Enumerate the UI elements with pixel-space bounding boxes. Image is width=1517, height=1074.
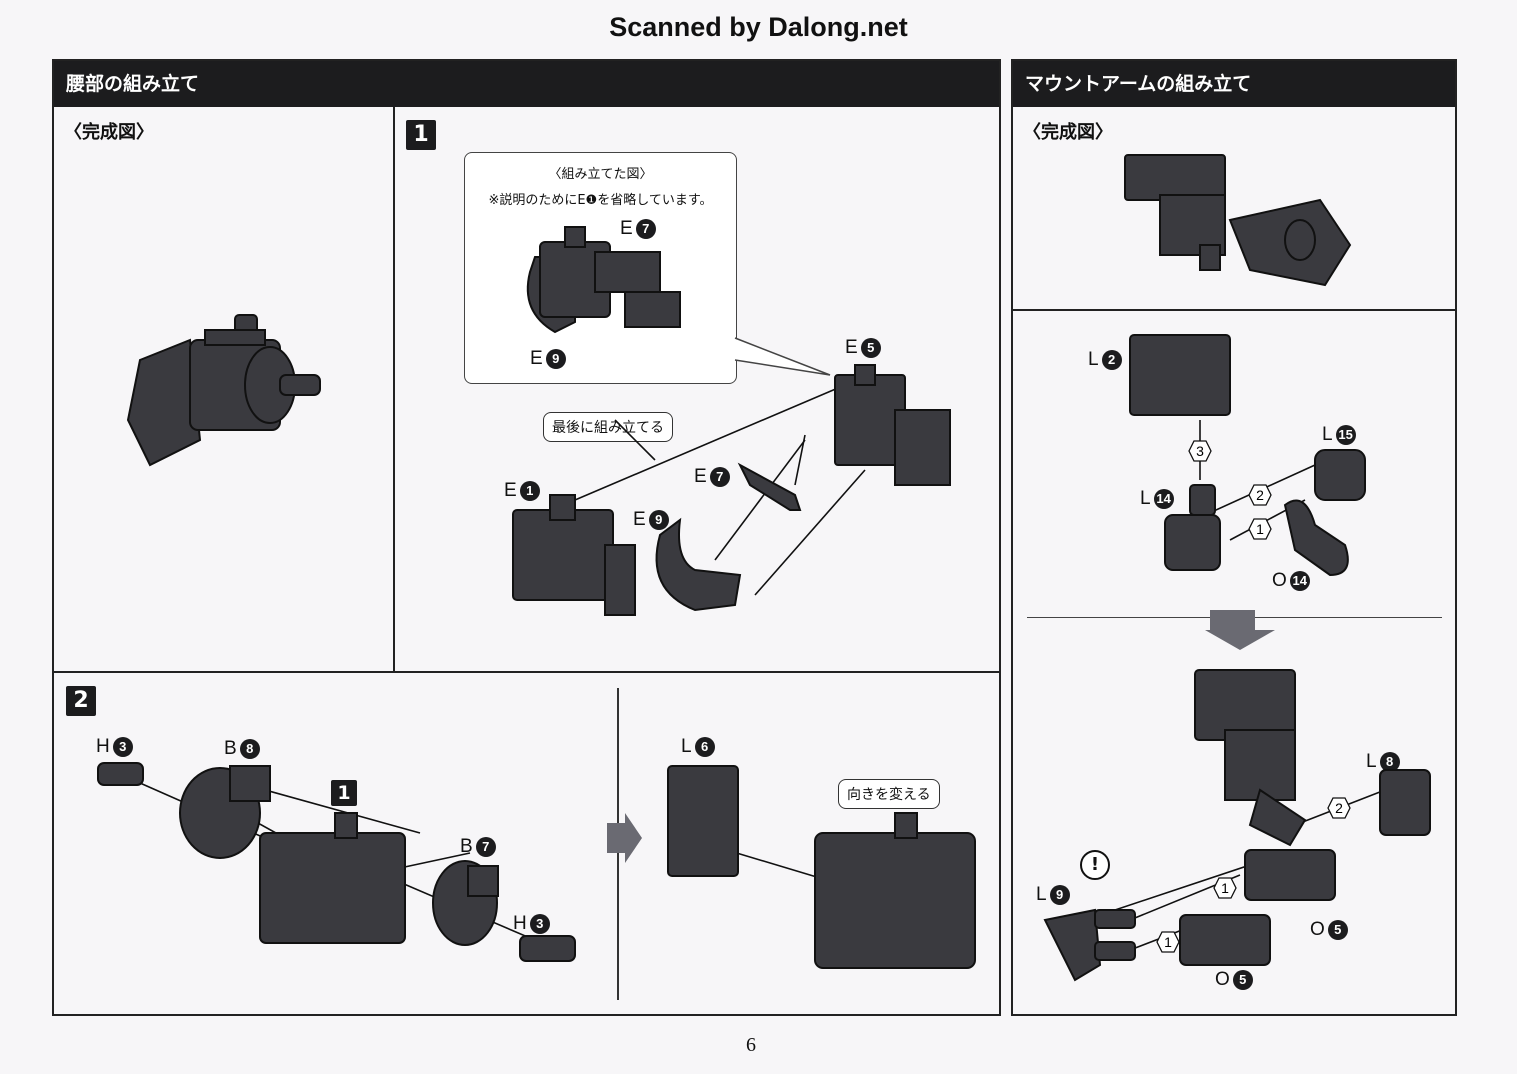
order-number: 1 xyxy=(1221,880,1229,896)
step2-parts-illustration xyxy=(97,762,976,969)
waist-completed-illustration xyxy=(126,314,321,467)
order-number: 2 xyxy=(1256,487,1264,503)
mount-arm-parts-illustration xyxy=(1043,334,1431,982)
inset-note: ※説明のためにE❶を省略しています。 xyxy=(488,193,713,208)
warning-icon: ! xyxy=(1080,850,1110,880)
inset-title: 〈組み立てた図〉 xyxy=(548,167,653,182)
order-mark: 1 xyxy=(1156,931,1180,953)
order-mark: 1 xyxy=(1248,518,1272,540)
divider xyxy=(1013,309,1455,311)
order-number: 1 xyxy=(1256,521,1264,537)
mount-arm-title: マウントアームの組み立て xyxy=(1013,61,1455,107)
order-number: 2 xyxy=(1335,800,1343,816)
step1-parts-illustration xyxy=(512,364,951,616)
order-mark: 3 xyxy=(1188,440,1212,462)
step-2-number: 2 xyxy=(66,686,96,716)
callout-assemble-last: 最後に組み立てる xyxy=(543,412,673,442)
inset-pointer xyxy=(734,337,831,376)
mount-arm-completed-illustration xyxy=(1124,154,1352,287)
step-1-number: 1 xyxy=(406,120,436,150)
inset-assembled-illustration xyxy=(526,226,681,334)
step-1-reference: 1 xyxy=(331,780,357,806)
order-mark: 2 xyxy=(1248,484,1272,506)
waist-assembly-title: 腰部の組み立て xyxy=(54,61,999,107)
page-number: 6 xyxy=(746,1034,756,1056)
divider xyxy=(393,107,395,672)
order-number: 1 xyxy=(1164,934,1172,950)
order-number: 3 xyxy=(1196,443,1204,459)
divider xyxy=(54,671,999,673)
order-mark: 1 xyxy=(1213,877,1237,899)
order-mark: 2 xyxy=(1327,797,1351,819)
completed-label: 〈完成図〉 xyxy=(1023,122,1113,143)
completed-label: 〈完成図〉 xyxy=(64,122,154,143)
callout-change-direction: 向きを変える xyxy=(838,779,940,809)
scan-watermark: Scanned by Dalong.net xyxy=(609,12,908,42)
